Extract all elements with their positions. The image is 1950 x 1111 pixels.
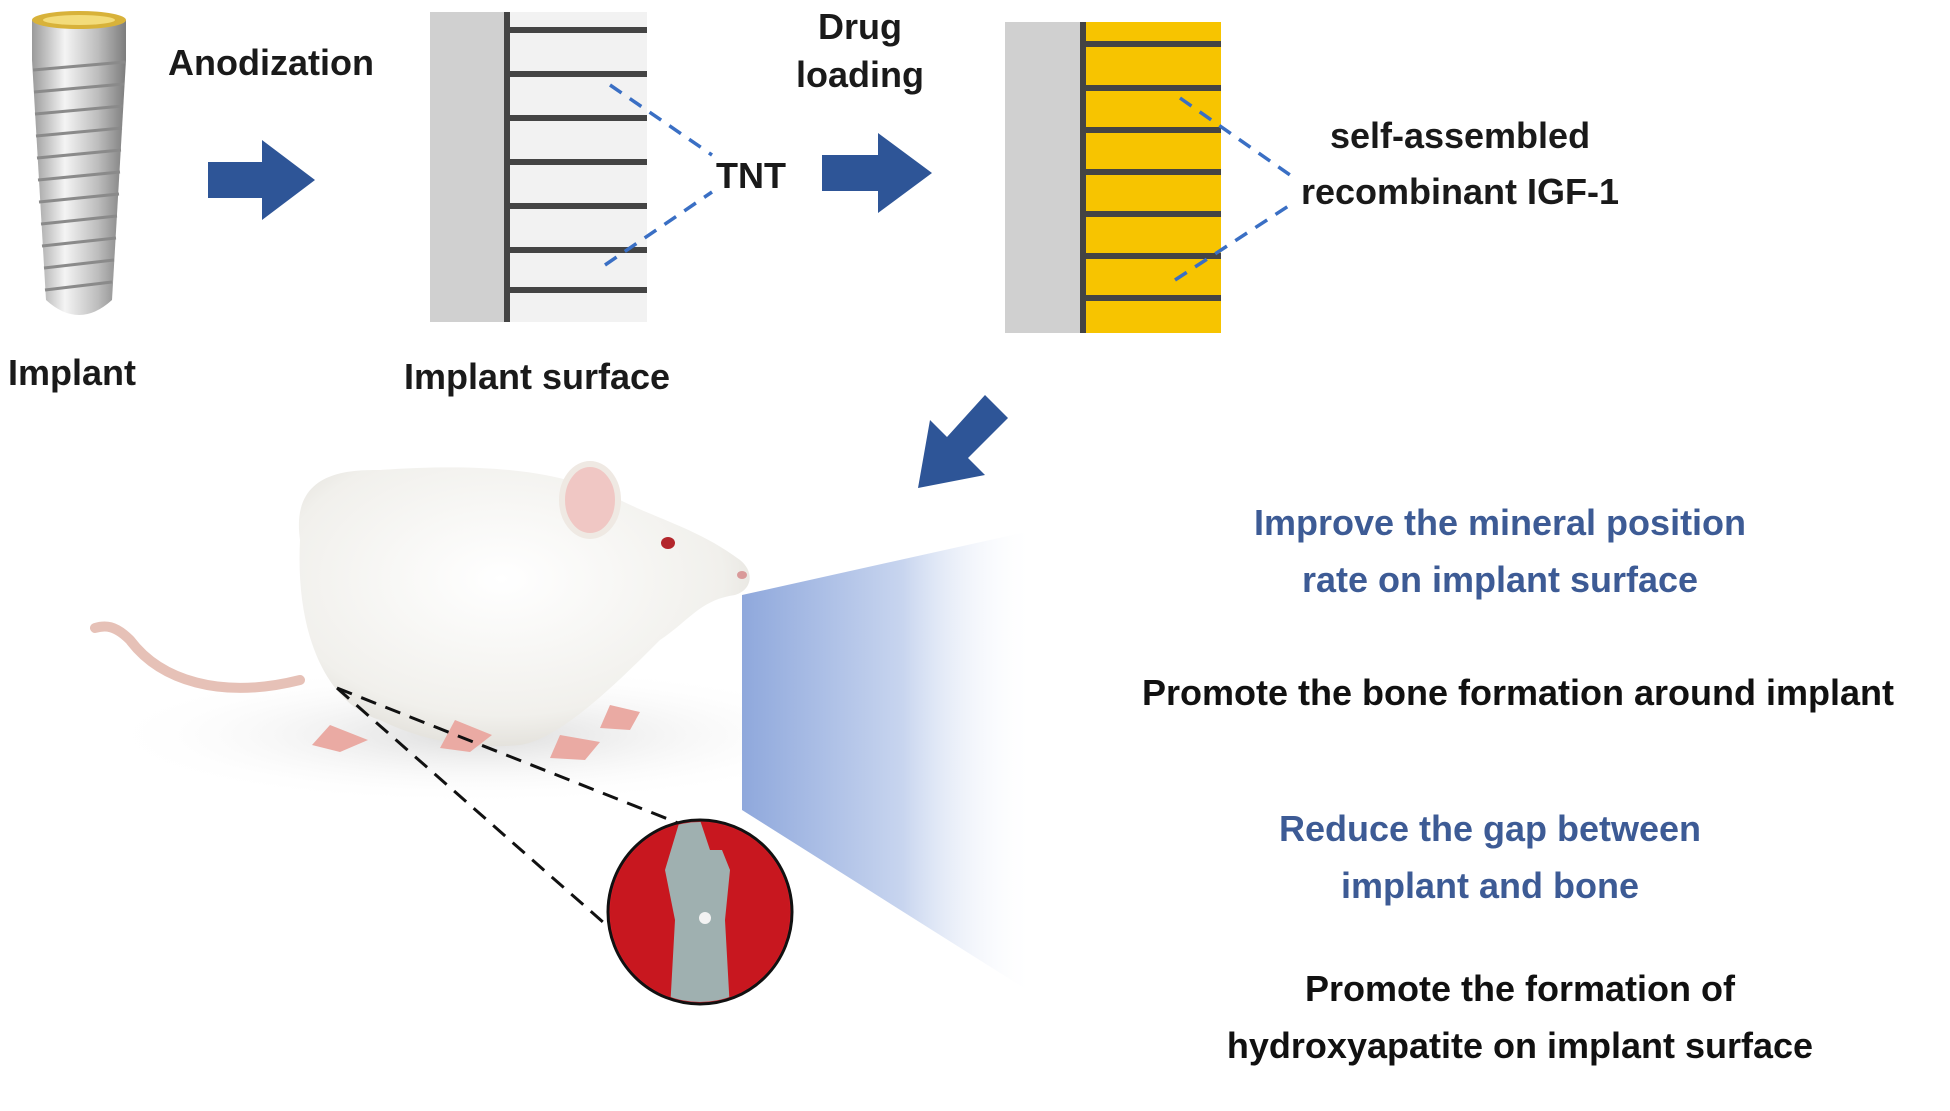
arrow-right-icon (822, 133, 932, 213)
igf-line2: recombinant IGF-1 (1300, 171, 1620, 212)
tnt-label: TNT (716, 155, 786, 196)
outcome-mineral-rate: Improve the mineral position rate on imp… (1110, 494, 1890, 608)
implant-screw-icon (32, 11, 126, 315)
arrow-down-left-icon (918, 395, 1008, 488)
outcome-line: Promote the formation of (1305, 968, 1735, 1009)
magnification-panel (742, 530, 1035, 995)
arrow-right-icon (208, 140, 315, 220)
outcome-hydroxyapatite: Promote the formation of hydroxyapatite … (1110, 960, 1930, 1074)
implant-label: Implant (8, 352, 137, 393)
outcome-line: hydroxyapatite on implant surface (1226, 1025, 1814, 1066)
igf-line1: self-assembled (1329, 115, 1591, 156)
outcome-line: Reduce the gap between (1278, 808, 1702, 849)
outcome-line: implant and bone (1340, 865, 1639, 906)
drug-loading-label: Drug loading (780, 6, 940, 96)
anodization-label: Anodization (168, 42, 374, 83)
drug-loading-line2: loading (796, 54, 924, 95)
outcome-line: Improve the mineral position (1253, 502, 1747, 543)
drug-loading-line1: Drug (818, 6, 902, 47)
igf-label: self-assembled recombinant IGF-1 (1280, 108, 1640, 220)
outcome-gap-reduction: Reduce the gap between implant and bone (1110, 800, 1870, 914)
outcome-line: rate on implant surface (1301, 559, 1699, 600)
outcome-line: Promote the bone formation around implan… (1141, 672, 1894, 713)
drug-loaded-surface-diagram (1005, 22, 1292, 333)
rat-illustration (90, 461, 750, 760)
implant-surface-label: Implant surface (404, 356, 671, 397)
outcome-bone-formation: Promote the bone formation around implan… (1088, 672, 1948, 714)
inset-pointer-lines (336, 686, 679, 932)
bone-inset-icon (606, 818, 794, 1006)
tnt-surface-diagram (430, 12, 713, 322)
